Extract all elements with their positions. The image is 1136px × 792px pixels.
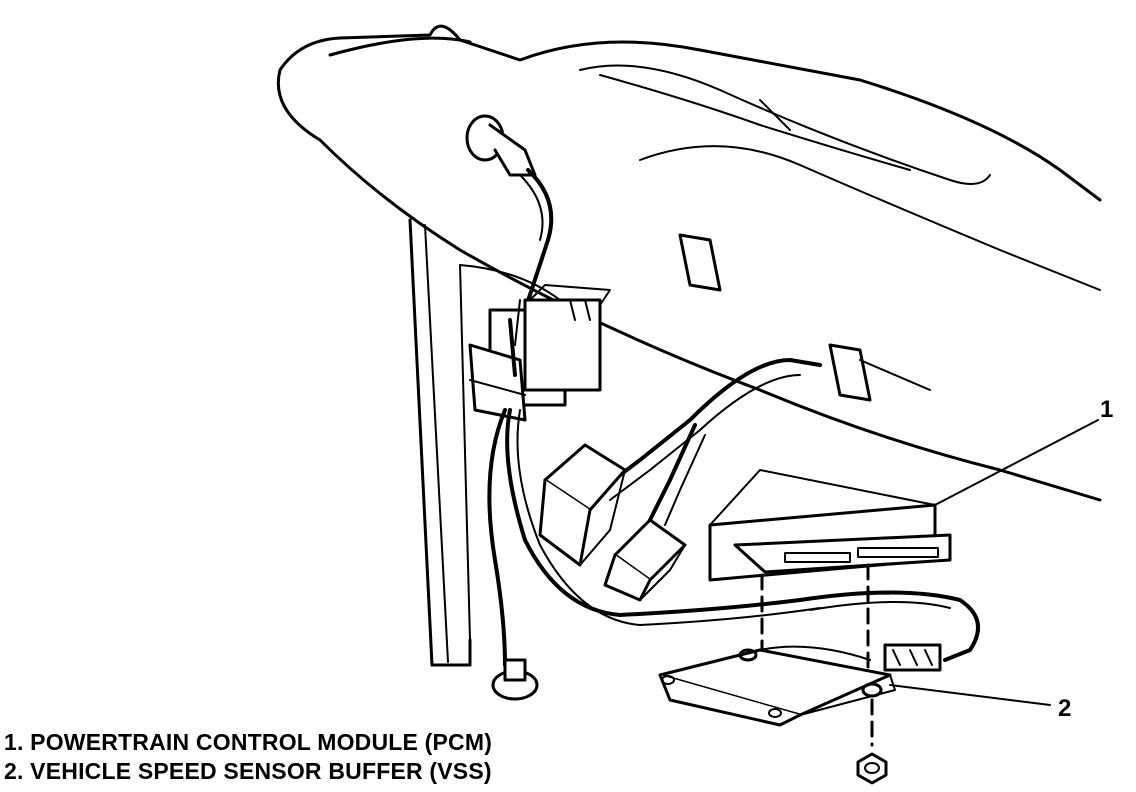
leader-vss [889, 684, 1051, 706]
callout-pcm: 1 [1100, 396, 1114, 423]
leader-pcm [934, 419, 1099, 506]
pcm-connector-c2 [603, 518, 687, 602]
callout-vss: 2 [1058, 695, 1072, 722]
dash-mounting-tabs [678, 233, 931, 402]
left-harness [487, 408, 821, 701]
pcm-module [708, 469, 952, 582]
legend-item-vss: 2. VEHICLE SPEED SENSOR BUFFER (VSS) [4, 758, 492, 784]
legend: 1. POWERTRAIN CONTROL MODULE (PCM) 2. VE… [4, 728, 492, 786]
vss-harness [798, 590, 980, 672]
legend-item-pcm: 1. POWERTRAIN CONTROL MODULE (PCM) [4, 729, 493, 755]
relay-block [488, 284, 611, 407]
mounting-bolt [856, 752, 888, 785]
pcm-connector-c1 [538, 443, 627, 567]
vss-buffer [658, 645, 896, 727]
dashboard-panel [276, 24, 1102, 502]
upper-connector [465, 114, 554, 312]
left-bracket [468, 299, 527, 422]
pcm-harness [598, 358, 822, 526]
kick-panel [408, 218, 561, 667]
